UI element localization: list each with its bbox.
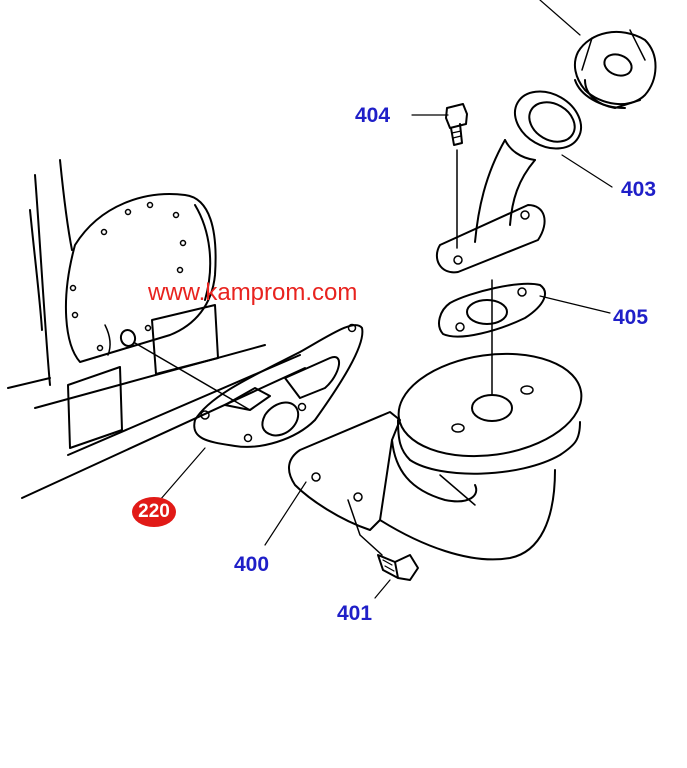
watermark-text: www.kamprom.com <box>148 279 358 306</box>
bolt-401 <box>347 499 419 581</box>
part-label-404: 404 <box>355 104 391 127</box>
part-label-403: 403 <box>621 178 657 201</box>
part-label-400: 400 <box>234 553 270 576</box>
bolt-404 <box>445 103 468 249</box>
engine-housing <box>7 159 306 499</box>
housing-400 <box>288 352 583 561</box>
part-label-405: 405 <box>613 306 649 329</box>
gasket-220 <box>134 323 364 448</box>
filler-neck-403 <box>435 90 582 274</box>
part-badge-220: 220 <box>132 497 176 527</box>
oil-filler-cap <box>573 29 657 109</box>
gasket-405 <box>438 282 546 338</box>
leader-lines <box>159 0 613 599</box>
part-label-401: 401 <box>337 602 373 625</box>
